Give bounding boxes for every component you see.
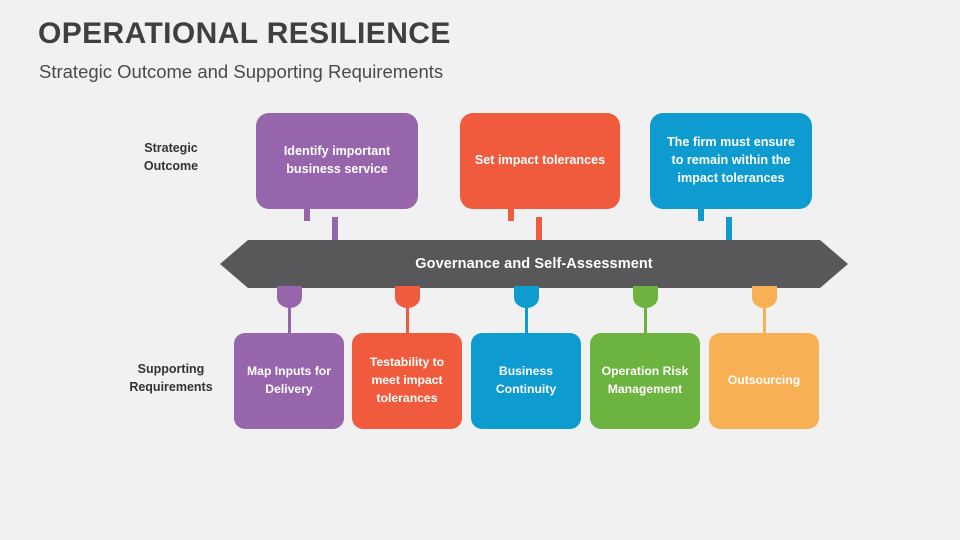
supporting-requirement-card[interactable]: Operation Risk Management [590, 333, 700, 429]
row-label-supporting-line2: Requirements [129, 380, 213, 395]
supporting-requirement-connector-line [524, 306, 528, 335]
strategic-outcome-card[interactable]: Identify important business service [256, 113, 418, 209]
strategic-outcome-connector-stem [304, 207, 310, 221]
strategic-outcome-card[interactable]: The firm must ensure to remain within th… [650, 113, 812, 209]
supporting-requirement-label: Testability to meet impact tolerances [369, 355, 445, 405]
supporting-requirement-card[interactable]: Map Inputs for Delivery [234, 333, 344, 429]
supporting-requirement-connector-tab [751, 286, 777, 308]
supporting-requirement-connector-tab [513, 286, 539, 308]
row-label-supporting-requirements: Supporting Requirements [96, 360, 246, 396]
row-label-strategic-line2: Outcome [143, 159, 199, 174]
row-label-strategic-outcome: Strategic Outcome [96, 139, 246, 175]
supporting-requirement-connector-line [762, 306, 766, 335]
supporting-requirement-connector-line [643, 306, 647, 335]
row-label-strategic-line1: Strategic [144, 141, 198, 155]
strategic-outcome-card[interactable]: Set impact tolerances [460, 113, 620, 209]
governance-arrow-bar: Governance and Self-Assessment [220, 240, 848, 288]
row-label-supporting-line1: Supporting [137, 362, 205, 376]
supporting-requirement-connector-tab [276, 286, 302, 308]
supporting-requirement-card[interactable]: Testability to meet impact tolerances [352, 333, 462, 429]
supporting-requirement-card[interactable]: Outsourcing [709, 333, 819, 429]
supporting-requirement-label: Outsourcing [727, 373, 801, 388]
page-title: OPERATIONAL RESILIENCE [38, 17, 451, 50]
strategic-outcome-label: Set impact tolerances [474, 153, 606, 168]
supporting-requirement-label: Business Continuity [495, 364, 557, 396]
governance-arrow-label: Governance and Self-Assessment [415, 256, 653, 272]
supporting-requirement-card[interactable]: Business Continuity [471, 333, 581, 429]
page-subtitle: Strategic Outcome and Supporting Require… [39, 61, 444, 82]
strategic-outcome-connector-stem [698, 207, 704, 221]
strategic-outcome-connector-stem [508, 207, 514, 221]
supporting-requirement-connector-tab [394, 286, 420, 308]
supporting-requirement-connector-tab [632, 286, 658, 308]
supporting-requirement-connector-line [405, 306, 409, 335]
supporting-requirement-connector-line [287, 306, 291, 335]
strategic-outcome-label: The firm must ensure to remain within th… [666, 135, 796, 185]
supporting-requirement-label: Map Inputs for Delivery [247, 364, 331, 396]
strategic-outcome-label: Identify important business service [283, 144, 391, 176]
supporting-requirement-label: Operation Risk Management [601, 364, 689, 396]
